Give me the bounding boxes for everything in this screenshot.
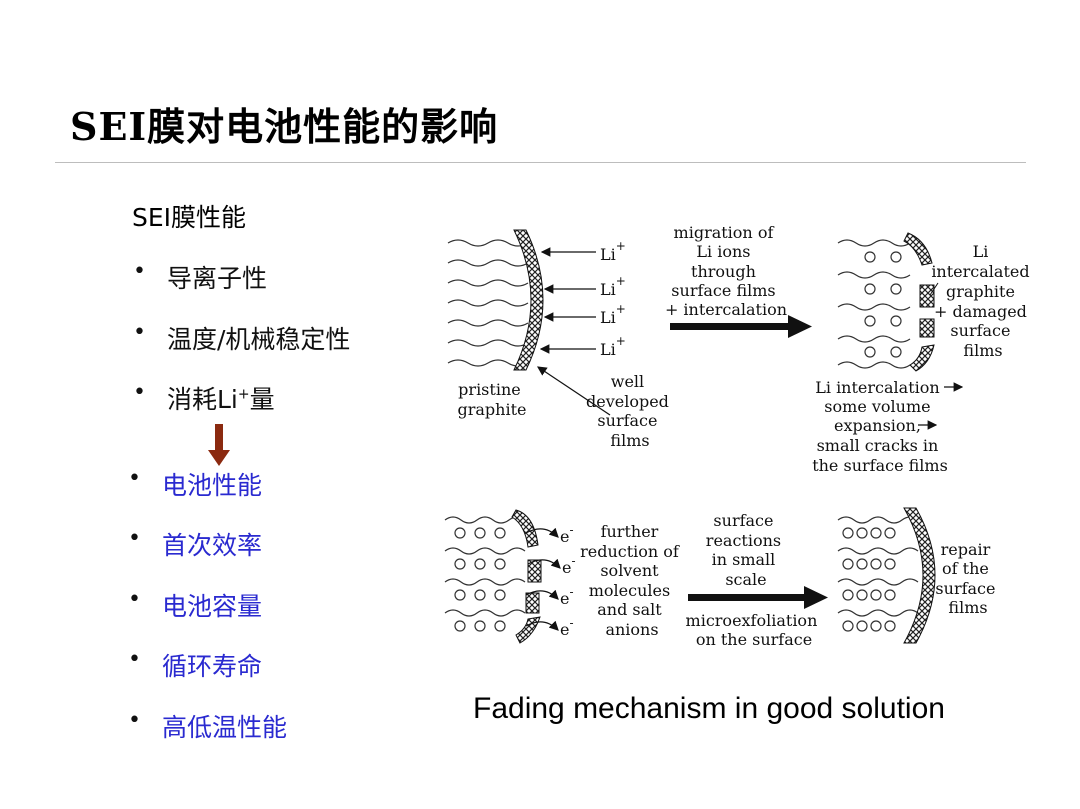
li-ion-label: Li+: [600, 274, 626, 299]
slide-title: SEI膜对电池性能的影响: [70, 104, 499, 149]
cracked-sei-film: [511, 509, 542, 644]
migration-label: migration of Li ions through surface fil…: [665, 223, 787, 319]
graphite-with-solvent-layers: [444, 516, 526, 632]
li-arrows: [537, 247, 611, 416]
list-item: •首次效率: [128, 526, 263, 560]
list-item: •循环寿命: [128, 647, 263, 681]
bullet-dot: •: [133, 259, 146, 284]
electron-label: e-: [560, 523, 574, 546]
sei-fading-diagram: Li+ Li+ Li+ Li+ pristine graphite well d…: [444, 223, 1034, 649]
repair-films-label: repair of the surface films: [935, 540, 1000, 617]
electron-label: e-: [560, 616, 574, 639]
bullet-dot: •: [133, 380, 146, 405]
electron-label: e-: [560, 585, 574, 608]
li-intercalated-label: Li intercalated graphite + damaged surfa…: [931, 242, 1034, 360]
bullet-dot: •: [128, 466, 141, 491]
bullet-dot: •: [133, 320, 146, 345]
pointer-line: [929, 282, 939, 296]
microexfoliation-label: microexfoliation on the surface: [686, 611, 823, 649]
list-item: •电池性能: [128, 466, 263, 500]
repaired-graphite-layers: [837, 516, 919, 632]
surface-reactions-label: surface reactions in small scale: [706, 511, 786, 589]
bullet-dot: •: [128, 587, 141, 612]
expansion-arrows: [918, 382, 964, 430]
intercalated-graphite-layers: [837, 239, 911, 369]
bullet-dot: •: [128, 647, 141, 672]
list-item: •导离子性: [133, 259, 268, 293]
damaged-sei-film: [903, 232, 935, 372]
list-item: •高低温性能: [128, 708, 288, 742]
bullet-dot: •: [128, 708, 141, 733]
electron-arrows: [525, 527, 561, 631]
sei-film-band: [513, 229, 544, 371]
down-arrow-icon: [208, 424, 230, 466]
pristine-graphite-label: pristine graphite: [458, 380, 527, 419]
list-item: •电池容量: [128, 587, 263, 621]
process-arrow: [670, 315, 812, 338]
li-ion-label: Li+: [600, 334, 626, 359]
diagram-caption: Fading mechanism in good solution: [473, 692, 945, 725]
list-item: •消耗Li+量: [133, 380, 275, 414]
li-ion-label: Li+: [600, 239, 626, 264]
list-item: •温度/机械稳定性: [133, 320, 351, 354]
title-divider: [55, 162, 1026, 163]
volume-expansion-label: Li intercalation some volume expansion, …: [812, 378, 948, 475]
electron-label: e-: [562, 554, 576, 577]
bullet-dot: •: [128, 526, 141, 551]
well-developed-films-label: well developed surface films: [586, 372, 674, 450]
pristine-graphite-layers: [447, 239, 529, 367]
process-arrow: [688, 586, 828, 609]
repaired-sei-film: [903, 507, 936, 644]
sei-properties-heading: SEI膜性能: [132, 203, 247, 232]
further-reduction-label: further reduction of solvent molecules a…: [580, 522, 684, 639]
li-ion-label: Li+: [600, 302, 626, 327]
